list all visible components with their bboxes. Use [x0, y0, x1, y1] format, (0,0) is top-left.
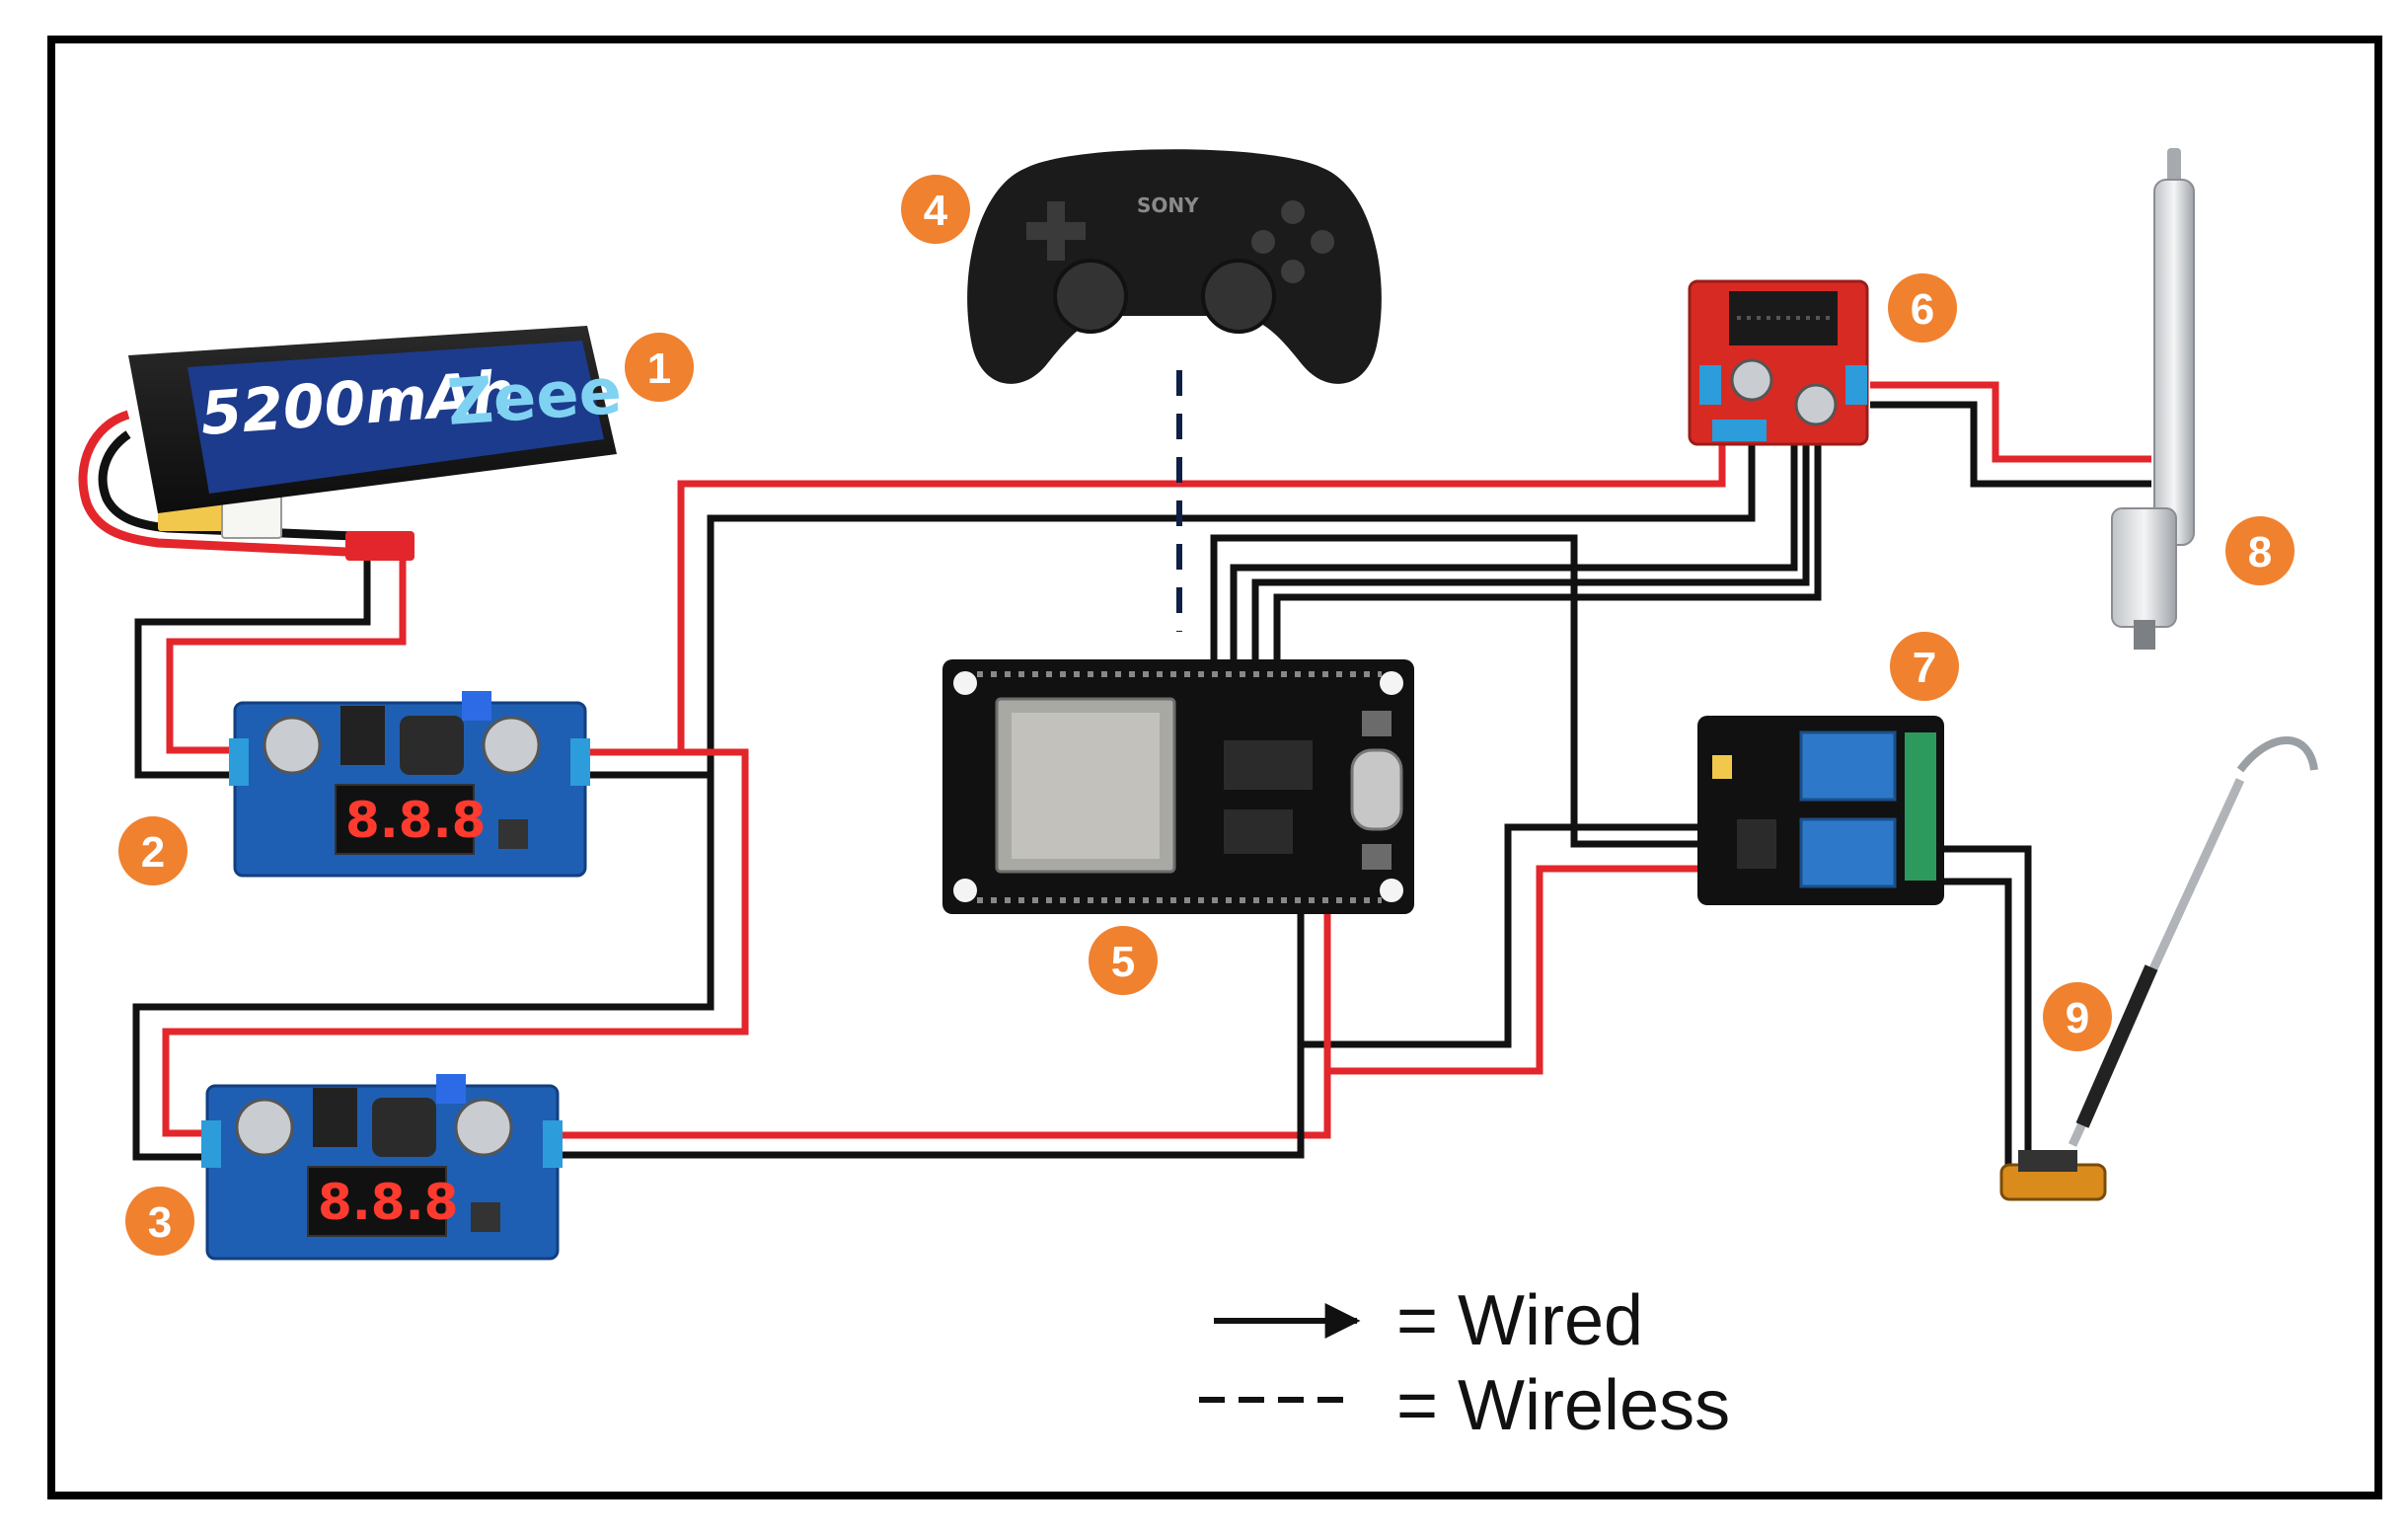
wire-conv3-out-black: [553, 823, 1699, 1159]
wire-conv2-conv3-black: [132, 775, 715, 1161]
battery: 5200mAh Zeee: [78, 326, 624, 561]
badge-1: 1: [625, 333, 694, 402]
wire-hook-2: [1939, 878, 2012, 1170]
converter-1-display: 8.8.8: [345, 792, 486, 849]
linear-actuator: [2111, 148, 2195, 650]
svg-text:7: 7: [1913, 644, 1936, 692]
svg-text:2: 2: [141, 828, 165, 877]
badge-4: 4: [901, 175, 970, 244]
wire-conv2-out-red: [587, 439, 1726, 756]
hook-tool: [1999, 736, 2318, 1201]
wire-signal-3: [1273, 439, 1822, 671]
number-badges: 1 2 3 4 5 6 7 8 9: [118, 175, 2295, 1256]
badge-2: 2: [118, 816, 188, 885]
badge-8: 8: [2225, 516, 2295, 585]
svg-text:8: 8: [2248, 528, 2272, 576]
gamepad: SONY: [967, 149, 1382, 384]
relay-module: [1697, 716, 1944, 905]
converter-2-display: 8.8.8: [318, 1174, 458, 1231]
badge-3: 3: [125, 1187, 194, 1256]
svg-text:6: 6: [1911, 285, 1934, 334]
svg-text:1: 1: [647, 345, 671, 393]
badge-9: 9: [2043, 982, 2112, 1051]
legend-wireless-label: = Wireless: [1396, 1366, 1730, 1445]
legend: = Wired = Wireless: [1199, 1281, 1730, 1445]
buck-converter-1: 8.8.8: [229, 691, 590, 878]
legend-wired-label: = Wired: [1396, 1281, 1643, 1360]
svg-text:5: 5: [1111, 938, 1135, 986]
wire-actuator-red: [1870, 381, 2151, 463]
gamepad-brand-label: SONY: [1137, 193, 1199, 217]
motor-driver: [1688, 279, 1869, 446]
wire-signal-1: [1230, 439, 1798, 671]
svg-text:3: 3: [148, 1198, 172, 1247]
wire-hook-1: [1939, 845, 2032, 1170]
battery-brand-label: Zeee: [445, 355, 624, 440]
svg-text:9: 9: [2066, 994, 2089, 1042]
badge-7: 7: [1890, 632, 1959, 701]
wire-signal-4: [1210, 534, 1699, 848]
wire-conv2-conv3-red: [162, 748, 749, 1137]
wire-battery-red: [166, 553, 407, 754]
buck-converter-2: 8.8.8: [201, 1074, 563, 1261]
esp32-board: [942, 659, 1414, 914]
wire-signal-2: [1251, 439, 1810, 671]
wire-actuator-black: [1870, 401, 2151, 488]
wire-conv2-out-black: [587, 439, 1756, 779]
badge-5: 5: [1089, 926, 1158, 995]
wires: [132, 370, 2151, 1170]
wire-battery-black: [134, 553, 371, 779]
badge-6: 6: [1888, 273, 1957, 343]
wire-conv3-out-red: [553, 865, 1699, 1139]
svg-text:4: 4: [924, 187, 948, 235]
